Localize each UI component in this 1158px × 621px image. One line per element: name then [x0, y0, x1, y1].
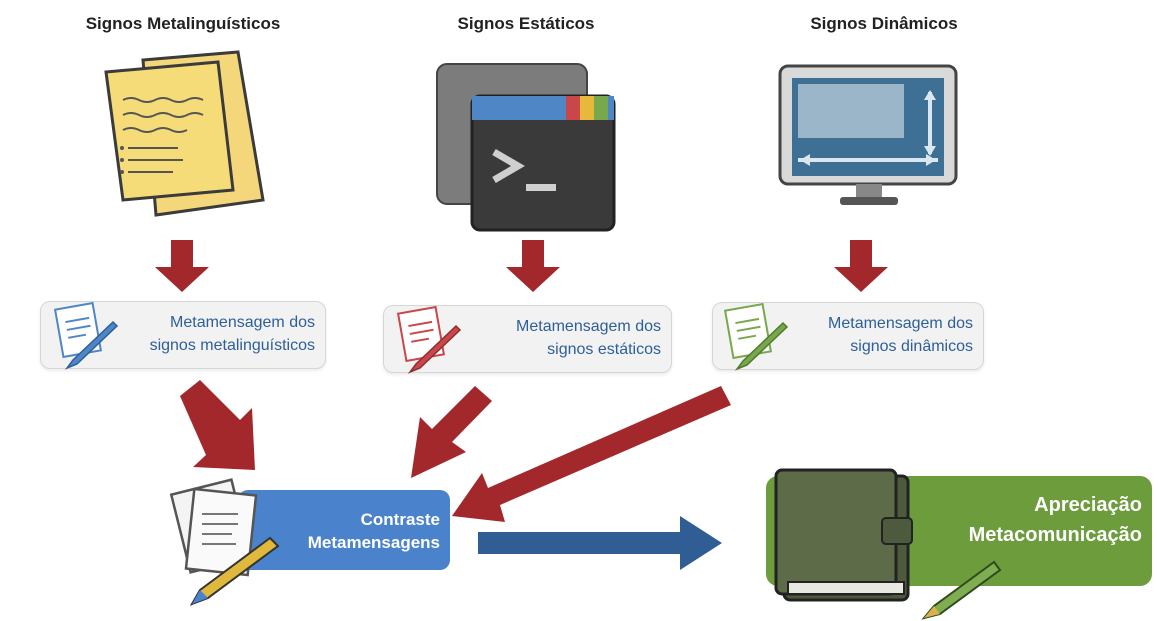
- terminal-window-icon: [436, 63, 616, 232]
- message-line-2: signos dinâmicos: [850, 338, 973, 355]
- paper-notes-icon: [104, 50, 265, 217]
- right-arrow-blue: [478, 516, 722, 570]
- contrast-box: Contraste Metamensagens: [238, 490, 450, 570]
- document-pen-icon: [53, 301, 119, 370]
- message-line-1: Metamensagem dos: [828, 315, 973, 332]
- contrast-label: Contraste Metamensagens: [308, 508, 440, 554]
- down-arrow-1: [155, 240, 209, 292]
- down-arrow-3: [834, 240, 888, 292]
- diag-arrow-2: [411, 386, 492, 478]
- diag-arrow-3: [452, 386, 731, 522]
- diag-arrow-1: [180, 380, 255, 470]
- monitor-icon: [778, 64, 958, 205]
- appreciation-label: Apreciação Metacomunicação: [969, 490, 1142, 550]
- appreciation-line-1: Apreciação: [1034, 494, 1142, 516]
- message-text-metalinguistic: Metamensagem dos signos metalinguísticos: [150, 311, 315, 357]
- notebook-pen-icon: [774, 468, 1002, 620]
- documents-pen-icon: [169, 478, 280, 606]
- message-box-static: Metamensagem dos signos estáticos: [383, 305, 672, 374]
- message-line-2: signos metalinguísticos: [149, 337, 315, 354]
- header-dynamic: Signos Dinâmicos: [810, 14, 958, 33]
- message-line-1: Metamensagem dos: [170, 314, 315, 331]
- document-pen-icon: [396, 305, 462, 374]
- appreciation-line-2: Metacomunicação: [968, 524, 1142, 546]
- message-text-dynamic: Metamensagem dos signos dinâmicos: [828, 312, 973, 358]
- message-box-metalinguistic: Metamensagem dos signos metalinguísticos: [40, 301, 326, 370]
- contrast-line-1: Contraste: [360, 510, 440, 529]
- down-arrow-2: [506, 240, 560, 292]
- document-pen-icon: [723, 302, 789, 371]
- header-static: Signos Estáticos: [457, 14, 595, 33]
- message-box-dynamic: Metamensagem dos signos dinâmicos: [712, 302, 984, 371]
- contrast-line-2: Metamensagens: [307, 533, 440, 552]
- message-line-2: signos estáticos: [547, 341, 661, 358]
- header-metalinguistic: Signos Metalinguísticos: [85, 14, 281, 33]
- message-text-static: Metamensagem dos signos estáticos: [516, 315, 661, 361]
- message-line-1: Metamensagem dos: [516, 318, 661, 335]
